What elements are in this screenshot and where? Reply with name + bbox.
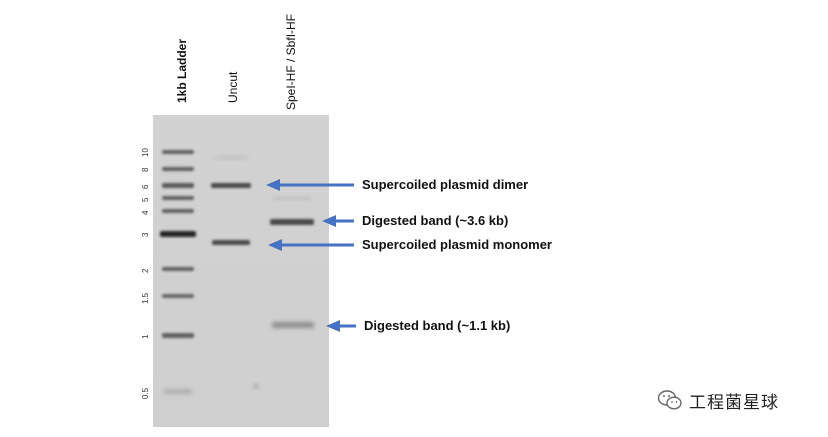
ladder-band-10kb xyxy=(162,150,194,154)
arrow-digest-small-head xyxy=(326,320,340,332)
size-label-10: 10 xyxy=(141,148,150,157)
annotation-digest-large: Digested band (~3.6 kb) xyxy=(362,213,509,228)
lane-label-ladder: 1kb Ladder xyxy=(175,38,189,103)
ladder-band-1_5kb xyxy=(162,294,194,298)
ladder-lane xyxy=(160,150,196,394)
ladder-band-8kb xyxy=(162,167,194,171)
digest-small-band xyxy=(272,322,314,328)
arrow-digest-large-head xyxy=(322,215,336,227)
uncut-monomer-band xyxy=(212,240,250,245)
size-label-2: 2 xyxy=(141,268,150,273)
arrow-dimer-head xyxy=(266,179,280,191)
annotation-monomer: Supercoiled plasmid monomer xyxy=(362,237,552,252)
lane-label-uncut: Uncut xyxy=(226,71,240,103)
size-label-3: 3 xyxy=(141,232,150,237)
ladder-band-1kb xyxy=(162,333,194,338)
annotation-arrows xyxy=(266,179,356,332)
ladder-band-3kb xyxy=(160,231,196,237)
uncut-dimer-band xyxy=(211,183,251,188)
size-label-5: 5 xyxy=(141,197,150,202)
size-label-0_5: 0.5 xyxy=(141,387,150,399)
size-label-6: 6 xyxy=(141,184,150,189)
watermark-text: 工程菌星球 xyxy=(689,392,779,413)
ladder-band-5kb xyxy=(162,196,194,200)
ladder-band-0_5kb xyxy=(164,389,192,394)
watermark: 工程菌星球 xyxy=(657,388,779,413)
size-label-1_5: 1.5 xyxy=(141,292,150,304)
ladder-band-4kb xyxy=(162,209,194,213)
digest-lane xyxy=(270,197,314,328)
digest-faint-band xyxy=(273,197,311,200)
size-label-4: 4 xyxy=(141,210,150,215)
digest-large-band xyxy=(270,219,314,225)
annotation-dimer: Supercoiled plasmid dimer xyxy=(362,177,529,192)
size-label-8: 8 xyxy=(141,167,150,172)
ladder-band-2kb xyxy=(162,267,194,271)
uncut-lane xyxy=(211,156,259,389)
size-label-1: 1 xyxy=(141,334,150,339)
arrow-monomer-head xyxy=(268,239,282,251)
gel-speck xyxy=(253,383,259,389)
ladder-band-6kb xyxy=(162,183,194,188)
lane-label-digest: SpeI-HF / SbfI-HF xyxy=(284,13,298,110)
annotation-digest-small: Digested band (~1.1 kb) xyxy=(364,318,511,333)
wechat-icon xyxy=(657,390,682,410)
uncut-faint-band xyxy=(214,156,248,159)
